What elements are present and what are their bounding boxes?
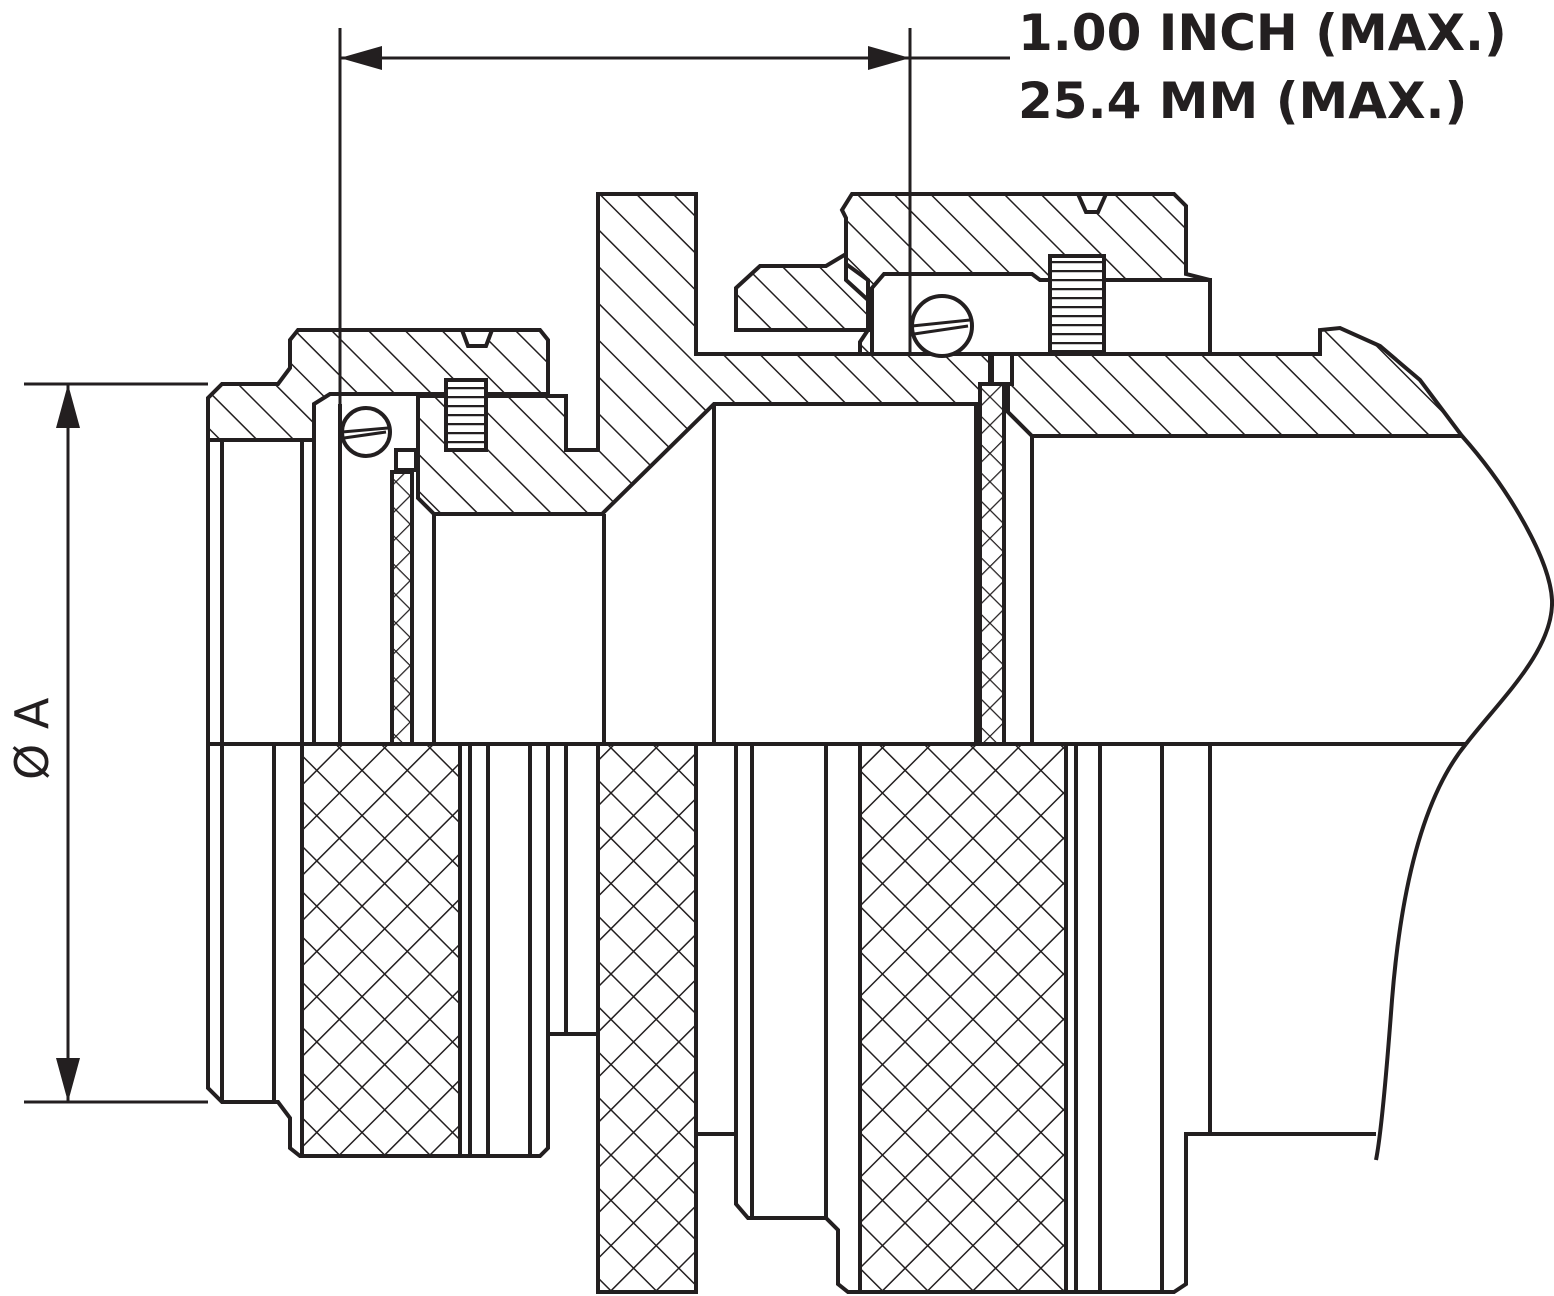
knurl-flange-center — [596, 742, 698, 1294]
arrowhead-bottom — [56, 1058, 80, 1102]
coupling-ring-notch-left — [459, 328, 495, 348]
adapter-ext-step — [696, 744, 1212, 1294]
knurl-nut-right — [858, 742, 1068, 1294]
exterior-view — [206, 742, 1468, 1294]
knurl-ring-left — [300, 742, 462, 1158]
backshell-curve — [1460, 434, 1554, 746]
lock-screw-right — [1048, 254, 1106, 354]
gasket-left-cap — [394, 448, 418, 472]
gasket-left — [390, 470, 414, 746]
right-nut-notch — [1074, 192, 1110, 214]
lock-screw-left — [444, 378, 488, 452]
bearing-ball-right-slot — [911, 318, 971, 328]
diameter-label: Ø A — [5, 697, 59, 780]
dimension-length: 1.00 INCH (MAX.) 25.4 MM (MAX.) — [338, 4, 1507, 404]
length-inch-label: 1.00 INCH (MAX.) — [1018, 4, 1507, 62]
arrowhead-top — [56, 384, 80, 428]
plug-sleeve-inner — [220, 438, 304, 746]
arrowhead-left — [340, 46, 382, 70]
plug-shell-left — [206, 328, 550, 442]
backshell-exterior — [1374, 742, 1468, 1161]
section-view — [206, 192, 1554, 746]
gasket-right — [978, 382, 1006, 746]
bearing-ball-left-slot-2 — [343, 430, 387, 440]
dimension-diameter: Ø A — [5, 382, 208, 1104]
length-mm-label: 25.4 MM (MAX.) — [1018, 72, 1467, 130]
left-nut-inner — [734, 250, 870, 332]
bearing-ball-left-slot — [341, 426, 389, 434]
plug-exterior-left — [206, 744, 550, 1158]
bearing-ball-right-slot-2 — [913, 324, 969, 336]
plug-sleeve — [206, 438, 224, 746]
arrowhead-right — [868, 46, 910, 70]
gasket-right-cap — [990, 352, 1014, 386]
